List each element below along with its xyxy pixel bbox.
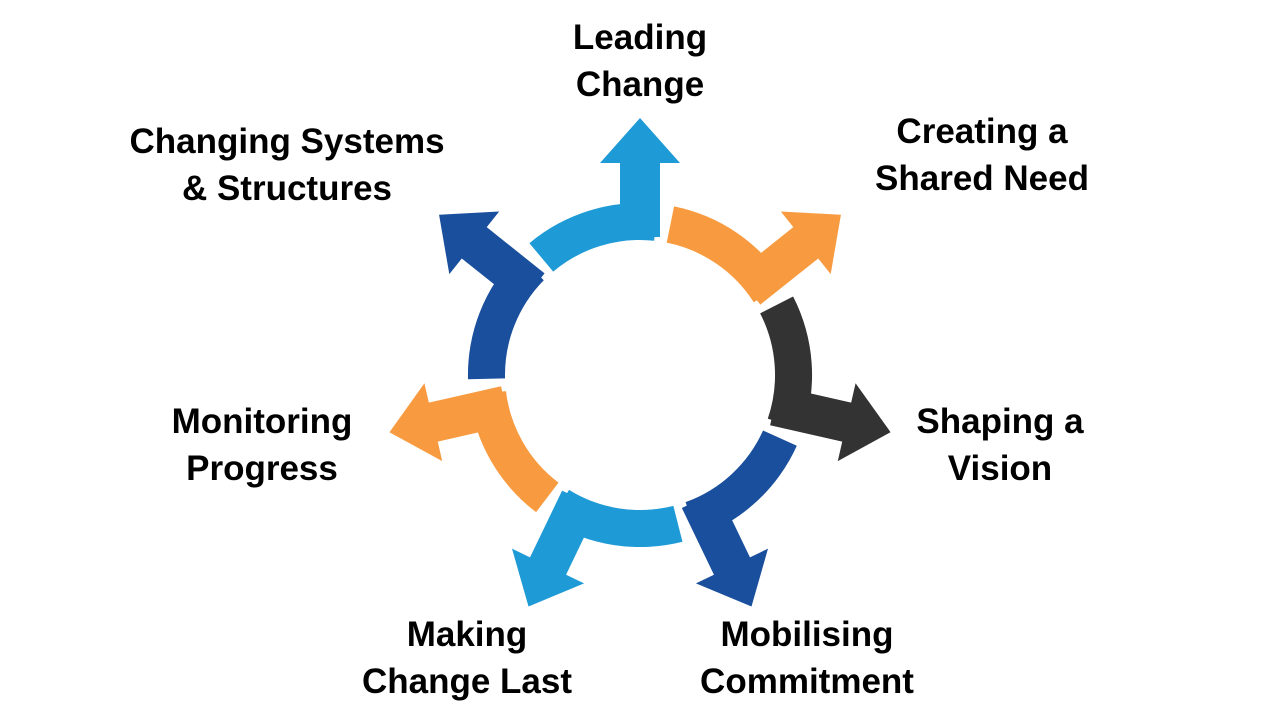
segment-arrow-head [735,211,841,305]
segment-arrow-head [770,383,891,462]
wheel-segment-creating-a-shared-need [666,206,841,305]
label-line: Shaping a [916,402,1084,441]
label-line: Change [575,65,705,104]
label-changing-systems-structures: Changing Systems & Structures [129,118,444,212]
segment-arrow-head [681,490,769,607]
label-line: Shared Need [875,159,1089,198]
label-line: Mobilising [720,615,894,654]
label-line: Progress [186,449,338,488]
label-line: Commitment [700,662,914,701]
wheel-segment-making-change-last [511,489,683,607]
label-creating-a-shared-need: Creating a Shared Need [875,108,1089,202]
label-line: Making [406,615,528,654]
label-shaping-a-vision: Shaping a Vision [916,398,1083,492]
label-making-change-last: Making Change Last [362,611,572,705]
label-line: Leading [572,18,708,57]
wheel-segment-changing-systems-structures [439,211,545,380]
segment-arrow-head [600,118,680,237]
label-line: Vision [947,449,1053,488]
segment-arrow-head [389,383,510,462]
wheel-segment-shaping-a-vision [760,296,891,462]
label-line: Creating a [896,112,1068,151]
label-line: Change Last [361,662,573,701]
label-line: & Structures [181,169,393,208]
wheel-segment-monitoring-progress [389,383,559,513]
label-line: Changing Systems [129,122,445,161]
wheel-segment-mobilising-commitment [681,430,797,607]
label-leading-change: Leading Change [573,14,707,108]
label-mobilising-commitment: Mobilising Commitment [700,611,914,705]
segment-arrow-head [511,490,599,607]
label-monitoring-progress: Monitoring Progress [172,398,353,492]
segment-arrow-head [439,211,545,305]
label-line: Monitoring [171,402,353,441]
wheel-segment-leading-change [529,118,680,272]
